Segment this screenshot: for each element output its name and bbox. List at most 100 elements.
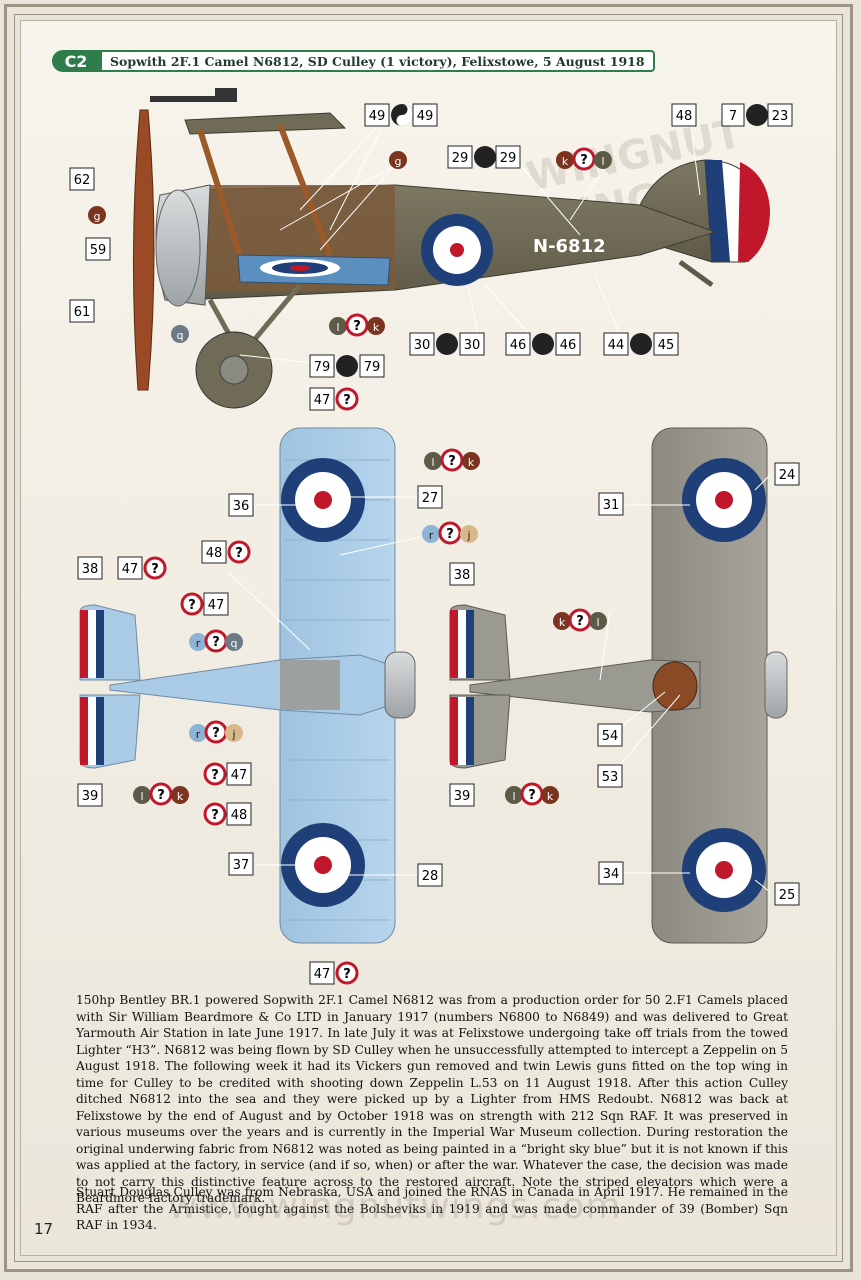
svg-text:j: j [466,529,470,542]
svg-text:29: 29 [500,151,517,166]
svg-text:30: 30 [464,338,481,353]
page-border-inner [14,14,843,1262]
svg-text:59: 59 [90,243,107,258]
callout-61: 61 [69,299,95,323]
svg-text:?: ? [211,808,219,823]
svg-text:l: l [336,321,339,334]
callout-37: 37 [228,852,254,876]
callout-47-top: 47? [309,387,359,411]
svg-text:k: k [559,616,566,629]
svg-text:l: l [601,155,604,168]
callout-54: 54 [597,723,623,747]
page-number: 17 [34,1220,54,1238]
callout-53: 53 [597,764,623,788]
page-border-outer [4,4,853,1272]
svg-text:?: ? [353,319,361,334]
callout-39-bottom: 39 [449,783,475,807]
svg-text:g: g [395,155,402,168]
svg-text:46: 46 [510,338,527,353]
side-view [132,88,770,409]
svg-text:?: ? [580,153,588,168]
svg-text:61: 61 [74,305,91,320]
profile-header: C2 Sopwith 2F.1 Camel N6812, SD Culley (… [52,50,655,72]
callout-31: 31 [598,492,624,516]
svg-text:g: g [94,210,101,223]
paint-drops-l-k-side: l? k [329,313,385,337]
svg-text:79: 79 [314,360,331,375]
callout-28: 28 [417,863,443,887]
callout-79-79: 79 79 [309,354,385,378]
svg-text:47: 47 [314,967,331,982]
callout-59: 59 [85,237,111,261]
svg-text:37: 37 [233,858,250,873]
callout-48-top: 48? [201,540,251,564]
callout-34: 34 [598,861,624,885]
svg-text:l: l [431,456,434,469]
top-view [79,427,416,944]
svg-text:54: 54 [602,729,619,744]
svg-text:23: 23 [772,109,789,124]
svg-text:36: 36 [233,499,250,514]
svg-text:?: ? [157,788,165,803]
svg-text:31: 31 [603,498,620,513]
svg-text:49: 49 [369,109,386,124]
callout-24: 24 [774,462,800,486]
svg-text:34: 34 [603,867,620,882]
svg-text:?: ? [188,598,196,613]
paint-drops-l-k-tail: l?k [133,782,189,806]
svg-text:?: ? [446,527,454,542]
callout-30-30: 30 30 [409,332,485,356]
svg-text:47: 47 [208,598,225,613]
svg-text:53: 53 [602,770,619,785]
serial-number: N-6812 [533,236,606,257]
website-watermark: www.wingnutwings.com [168,1186,622,1227]
svg-text:r: r [196,637,201,650]
callout-47-bottom: 47? [309,961,359,985]
svg-text:79: 79 [364,360,381,375]
svg-text:62: 62 [74,173,91,188]
svg-text:?: ? [211,768,219,783]
svg-text:k: k [468,456,475,469]
svg-text:?: ? [212,726,220,741]
pilot-paragraph: Stuart Douglas Culley was from Nebraska,… [76,1185,788,1232]
callout-47-lower: ? 47 [203,762,252,786]
paint-drops-q-mid: r?q [189,629,243,653]
svg-text:47: 47 [231,768,248,783]
paint-drops-r-j-top: r? j [422,521,478,545]
paint-drop-g-1: g [389,151,407,169]
svg-text:46: 46 [560,338,577,353]
callout-49-49: 49 49 [364,103,438,127]
profile-badge: C2 [52,50,100,72]
svg-text:l: l [596,616,599,629]
svg-text:?: ? [235,546,243,561]
svg-text:48: 48 [231,808,248,823]
svg-text:r: r [196,728,201,741]
svg-text:?: ? [343,967,351,982]
svg-text:25: 25 [779,888,796,903]
svg-text:l: l [512,790,515,803]
svg-text:k: k [547,790,554,803]
callout-27: 27 [417,485,443,509]
svg-text:30: 30 [414,338,431,353]
svg-text:24: 24 [779,468,796,483]
svg-text:?: ? [343,393,351,408]
svg-text:48: 48 [676,109,693,124]
svg-text:45: 45 [658,338,675,353]
callout-38-top: 38 [77,556,103,580]
svg-text:r: r [429,529,434,542]
svg-text:49: 49 [417,109,434,124]
svg-text:q: q [231,637,238,650]
svg-text:38: 38 [82,562,99,577]
leader-lines [227,114,771,893]
svg-text:?: ? [528,788,536,803]
svg-text:39: 39 [454,789,471,804]
callout-38-bottom: 38 [449,562,475,586]
svg-text:k: k [373,321,380,334]
profile-title: Sopwith 2F.1 Camel N6812, SD Culley (1 v… [100,50,655,72]
svg-text:?: ? [448,454,456,469]
callout-39-top: 39 [77,783,103,807]
paint-drops-k-l-bottom: k?l [553,608,607,632]
svg-text:?: ? [151,562,159,577]
